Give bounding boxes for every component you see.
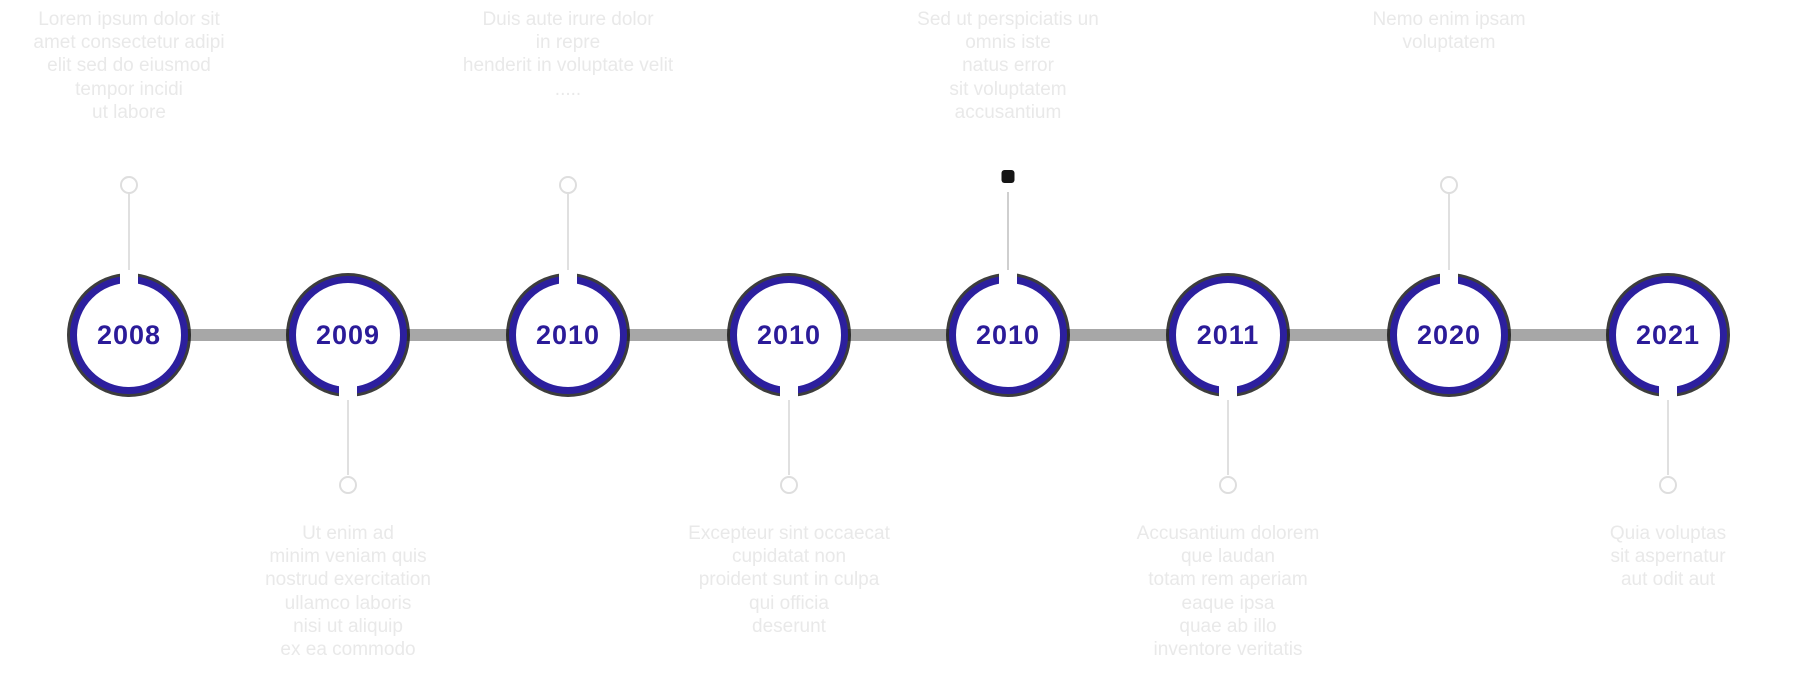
- ring-gap: [999, 271, 1017, 287]
- connector-line: [1007, 192, 1009, 270]
- year-circle: 2010: [949, 276, 1067, 394]
- event-marker-ring-icon: [339, 476, 357, 494]
- year-circle: 2010: [509, 276, 627, 394]
- event-marker-ring-icon: [1659, 476, 1677, 494]
- ring-gap: [1659, 384, 1677, 400]
- year-circle: 2009: [289, 276, 407, 394]
- year-label: 2008: [96, 319, 162, 350]
- ring-gap: [559, 271, 577, 287]
- connector-line: [1448, 192, 1450, 270]
- event-text: Sed ut perspiciatis un omnis iste natus …: [917, 9, 1099, 123]
- event-marker-ring-icon: [1219, 476, 1237, 494]
- ring-gap: [780, 384, 798, 400]
- event-text: Duis aute irure dolor in repre henderit …: [462, 9, 674, 100]
- event-text: Quia voluptas sit aspernatur aut odit au…: [1609, 523, 1727, 591]
- connector-line: [347, 400, 349, 475]
- year-circle: 2011: [1169, 276, 1287, 394]
- year-circle: 2010: [730, 276, 848, 394]
- ring-gap: [1440, 271, 1458, 287]
- event-text: Lorem ipsum dolor sit amet consectetur a…: [33, 9, 225, 123]
- ring-gap: [339, 384, 357, 400]
- connector-line: [1667, 400, 1669, 475]
- event-marker-ring-icon: [780, 476, 798, 494]
- year-circle: 2020: [1390, 276, 1508, 394]
- event-text: Excepteur sint occaecat cupidatat non pr…: [688, 523, 890, 637]
- event-marker-ring-icon: [1440, 176, 1458, 194]
- year-label: 2011: [1196, 319, 1260, 350]
- year-label: 2020: [1416, 319, 1482, 350]
- connector-line: [567, 192, 569, 270]
- connector-line: [128, 192, 130, 270]
- connector-line: [1227, 400, 1229, 475]
- year-label: 2010: [756, 319, 822, 350]
- year-circle: 2021: [1609, 276, 1727, 394]
- year-label: 2010: [535, 319, 601, 350]
- event-text: Nemo enim ipsam voluptatem: [1372, 9, 1526, 54]
- year-label: 2010: [975, 319, 1041, 350]
- year-label: 2021: [1635, 319, 1701, 350]
- connector-line: [788, 400, 790, 475]
- event-text: Accusantium dolorem que laudan totam rem…: [1136, 523, 1320, 660]
- event-marker-ring-icon: [559, 176, 577, 194]
- year-label: 2009: [315, 319, 381, 350]
- event-marker-dark-dot-icon: [1001, 170, 1015, 183]
- event-text: Ut enim ad minim veniam quis nostrud exe…: [265, 523, 431, 660]
- ring-gap: [1219, 384, 1237, 400]
- year-circle: 2008: [70, 276, 188, 394]
- event-marker-ring-icon: [120, 176, 138, 194]
- ring-gap: [120, 271, 138, 287]
